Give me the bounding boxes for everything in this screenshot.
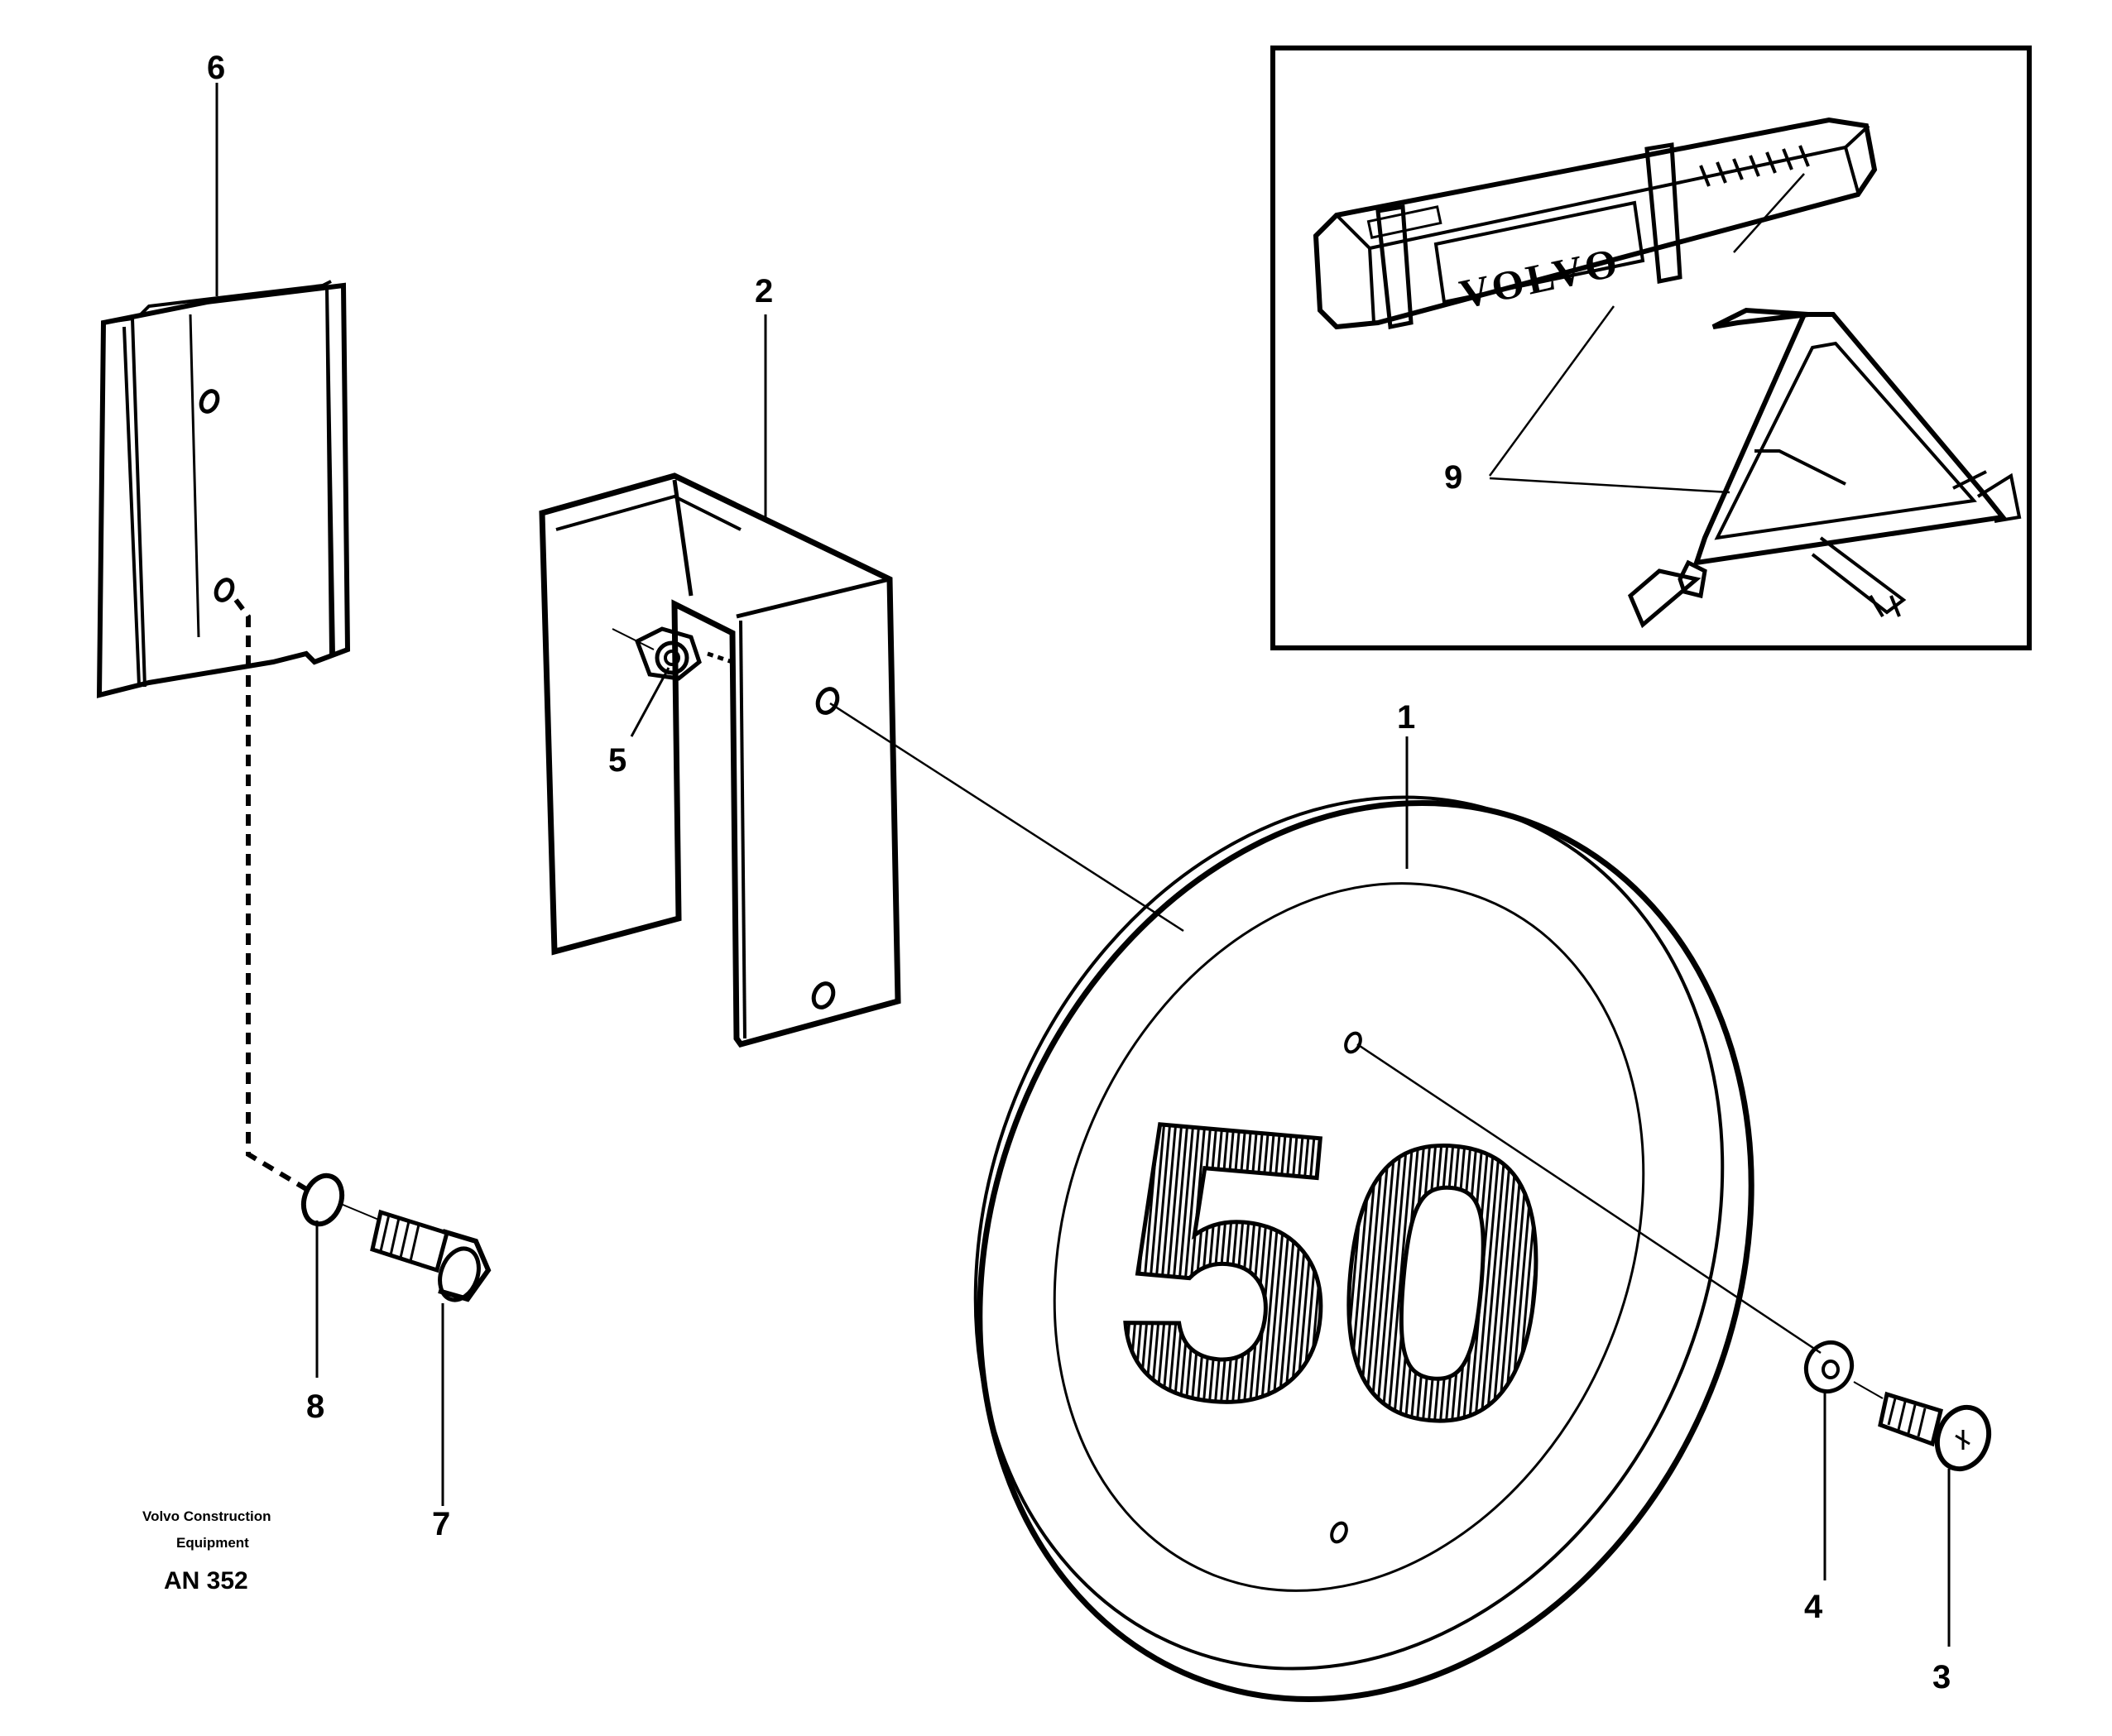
callout-1: 1 [1397, 699, 1415, 736]
warning-kit-inset: VOLVO [1270, 46, 2032, 650]
callout-6: 6 [207, 50, 225, 86]
bracket-hole-lower [811, 981, 836, 1009]
rail-hole-upper [199, 389, 220, 414]
sign-hole-upper [1344, 1031, 1362, 1054]
leader-lines [215, 83, 1951, 1647]
credit-line-1: Volvo Construction [142, 1508, 271, 1524]
hex-nut [612, 626, 733, 681]
hex-bolt [370, 1209, 492, 1302]
mounting-rail [96, 280, 351, 1194]
sign-bracket [539, 472, 901, 1048]
callout-8: 8 [306, 1388, 324, 1425]
credit-line-2: Equipment [176, 1535, 249, 1551]
bracket-hole-upper [815, 687, 840, 715]
washer [1803, 1340, 1855, 1393]
speed-limit-sign: 50 [973, 795, 1754, 1702]
sign-hole-lower [1330, 1521, 1348, 1544]
callout-7: 7 [432, 1506, 450, 1542]
callout-9: 9 [1444, 459, 1462, 496]
brand-label: VOLVO [1456, 238, 1625, 318]
callout-3: 3 [1932, 1659, 1951, 1695]
warning-triangle [1627, 307, 2022, 629]
lock-washer [300, 1173, 382, 1227]
rail-hole-lower [214, 578, 235, 602]
sign-number: 50 [1101, 1038, 1570, 1509]
screw [1853, 1381, 1992, 1472]
callout-5: 5 [608, 742, 626, 779]
inset-frame [1270, 46, 2032, 650]
triangle-case: VOLVO [1313, 117, 1878, 330]
callout-4: 4 [1804, 1589, 1823, 1625]
callout-2: 2 [755, 273, 773, 309]
document-id: AN 352 [164, 1567, 248, 1595]
